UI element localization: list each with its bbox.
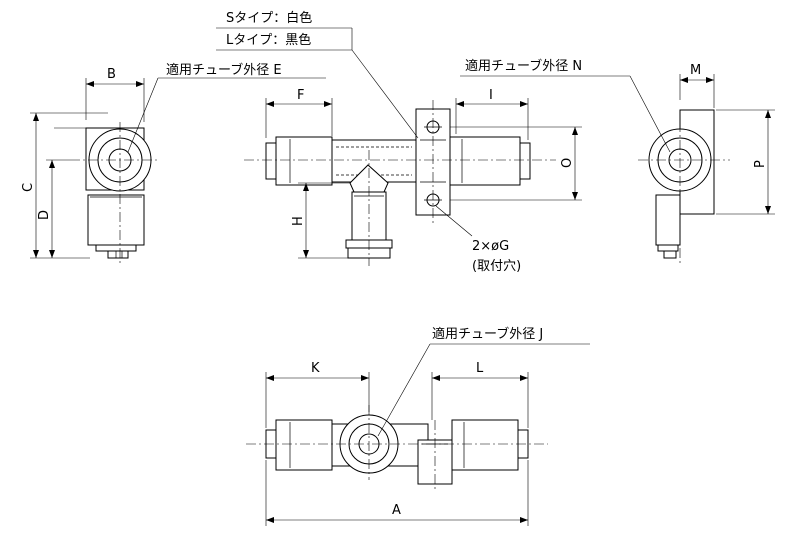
center-left-fitting	[275, 136, 333, 186]
tube-e-callout: 適用チューブ外径 E	[166, 62, 282, 78]
tube-j-callout: 適用チューブ外径 J	[432, 326, 543, 342]
tube-n-callout: 適用チューブ外径 N	[465, 58, 582, 74]
bottom-right-fitting	[451, 419, 519, 471]
center-right-fitting	[449, 136, 521, 186]
bottom-left-fitting	[275, 419, 333, 471]
dim-c-label: C	[21, 183, 36, 192]
dim-h-label: H	[291, 216, 306, 226]
dim-o-label: O	[560, 158, 575, 168]
dim-d-label: D	[37, 210, 52, 220]
left-side-view: B C D 適用チューブ外径 E	[21, 62, 326, 265]
dim-b-label: B	[107, 67, 116, 82]
bottom-view: K L A 適用チューブ外径 J	[246, 326, 590, 526]
dim-m-label: M	[690, 63, 701, 78]
center-front-view: F I O H Sタイプ：白色 Lタイプ：黒色 2×øG (取付穴)	[216, 10, 582, 274]
right-side-view: M P 適用チューブ外径 N	[460, 58, 775, 265]
s-type-color: Sタイプ：白色	[226, 10, 312, 26]
dim-a-label: A	[392, 503, 401, 518]
mount-holes-note: (取付穴)	[472, 259, 521, 274]
left-lower-fitting	[87, 194, 145, 246]
down-branch-cap	[349, 164, 389, 193]
dim-k-label: K	[311, 361, 320, 376]
l-type-color: Lタイプ：黒色	[226, 32, 311, 48]
right-lower-fitting	[655, 194, 681, 246]
dim-f-label: F	[297, 88, 304, 103]
dim-p-label: P	[753, 160, 768, 168]
dim-l-label: L	[476, 361, 484, 376]
dim-i-label: I	[489, 88, 493, 103]
mount-holes-callout: 2×øG	[472, 239, 509, 254]
